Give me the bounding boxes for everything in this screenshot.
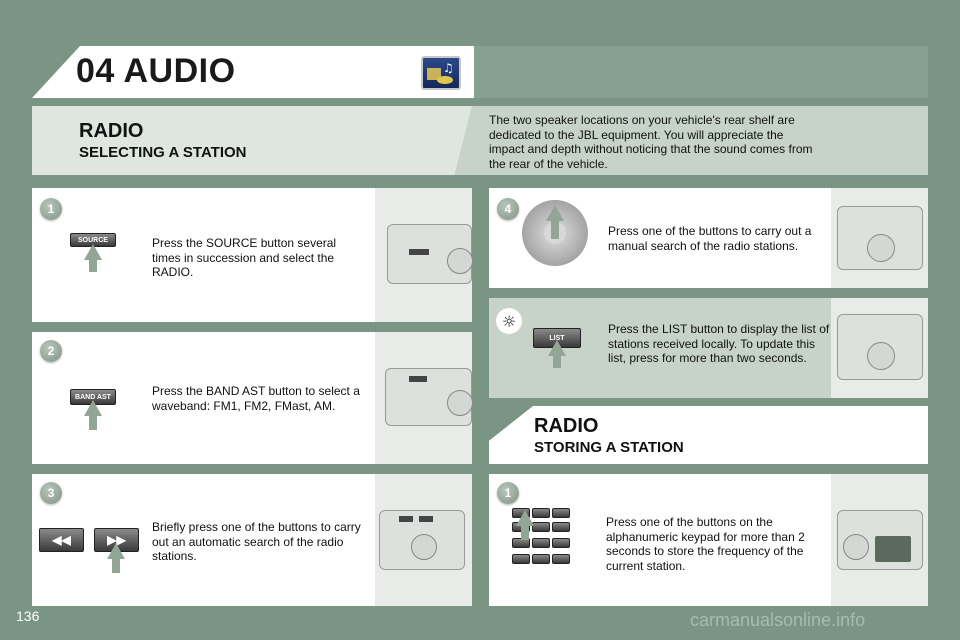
arrow-up-icon: [546, 205, 564, 221]
arrow-up-icon: [84, 244, 102, 260]
storing-radio-image: [831, 474, 928, 606]
step-3-radio-image: [375, 474, 472, 606]
arrow-up-icon: [107, 543, 125, 559]
svg-text:♫: ♫: [443, 61, 454, 75]
arrow-stem: [551, 219, 559, 239]
step-4-text: Press one of the buttons to carry out a …: [608, 224, 812, 253]
page-number: 136: [16, 608, 40, 624]
section-title-selecting: RADIO: [79, 120, 144, 142]
section-subtitle-storing: STORING A STATION: [534, 439, 684, 456]
arrow-stem: [553, 354, 561, 368]
intro-title-area: [32, 106, 472, 175]
section-subtitle-selecting: SELECTING A STATION: [79, 144, 247, 161]
arrow-stem: [521, 524, 529, 540]
step-4-badge: 4: [497, 198, 519, 220]
storing-header: [489, 406, 928, 464]
step-1-text: Press the SOURCE button several times in…: [152, 236, 337, 279]
arrow-stem: [112, 557, 120, 573]
step-2-radio-image: [375, 332, 473, 464]
header-banner: [32, 46, 474, 98]
step-3-text: Briefly press one of the buttons to carr…: [152, 520, 361, 563]
intro-text: The two speaker locations on your vehicl…: [489, 113, 813, 171]
tip-text: Press the LIST button to display the lis…: [608, 322, 830, 365]
storing-step-badge: 1: [497, 482, 519, 504]
step-1-badge: 1: [40, 198, 62, 220]
arrow-up-icon: [516, 510, 534, 526]
page-title: 04 AUDIO: [76, 52, 236, 90]
arrow-stem: [89, 258, 97, 272]
step-2-badge: 2: [40, 340, 62, 362]
arrow-up-icon: [84, 400, 102, 416]
music-note-icon: ♫: [421, 56, 461, 90]
storing-step-text: Press one of the buttons on the alphanum…: [606, 515, 805, 573]
tip-radio-image: [831, 298, 928, 398]
step-4-radio-image: [831, 188, 928, 288]
arrow-stem: [89, 414, 97, 430]
step-3-badge: 3: [40, 482, 62, 504]
arrow-up-icon: [548, 340, 566, 356]
watermark: carmanualsonline.info: [690, 610, 866, 630]
sun-icon: ☼: [496, 308, 522, 334]
header-band: [474, 46, 928, 98]
section-title-storing: RADIO: [534, 415, 599, 437]
seek-back-button: ◀◀: [39, 528, 84, 552]
step-2-text: Press the BAND AST button to select a wa…: [152, 384, 360, 413]
step-1-radio-image: [375, 188, 473, 322]
